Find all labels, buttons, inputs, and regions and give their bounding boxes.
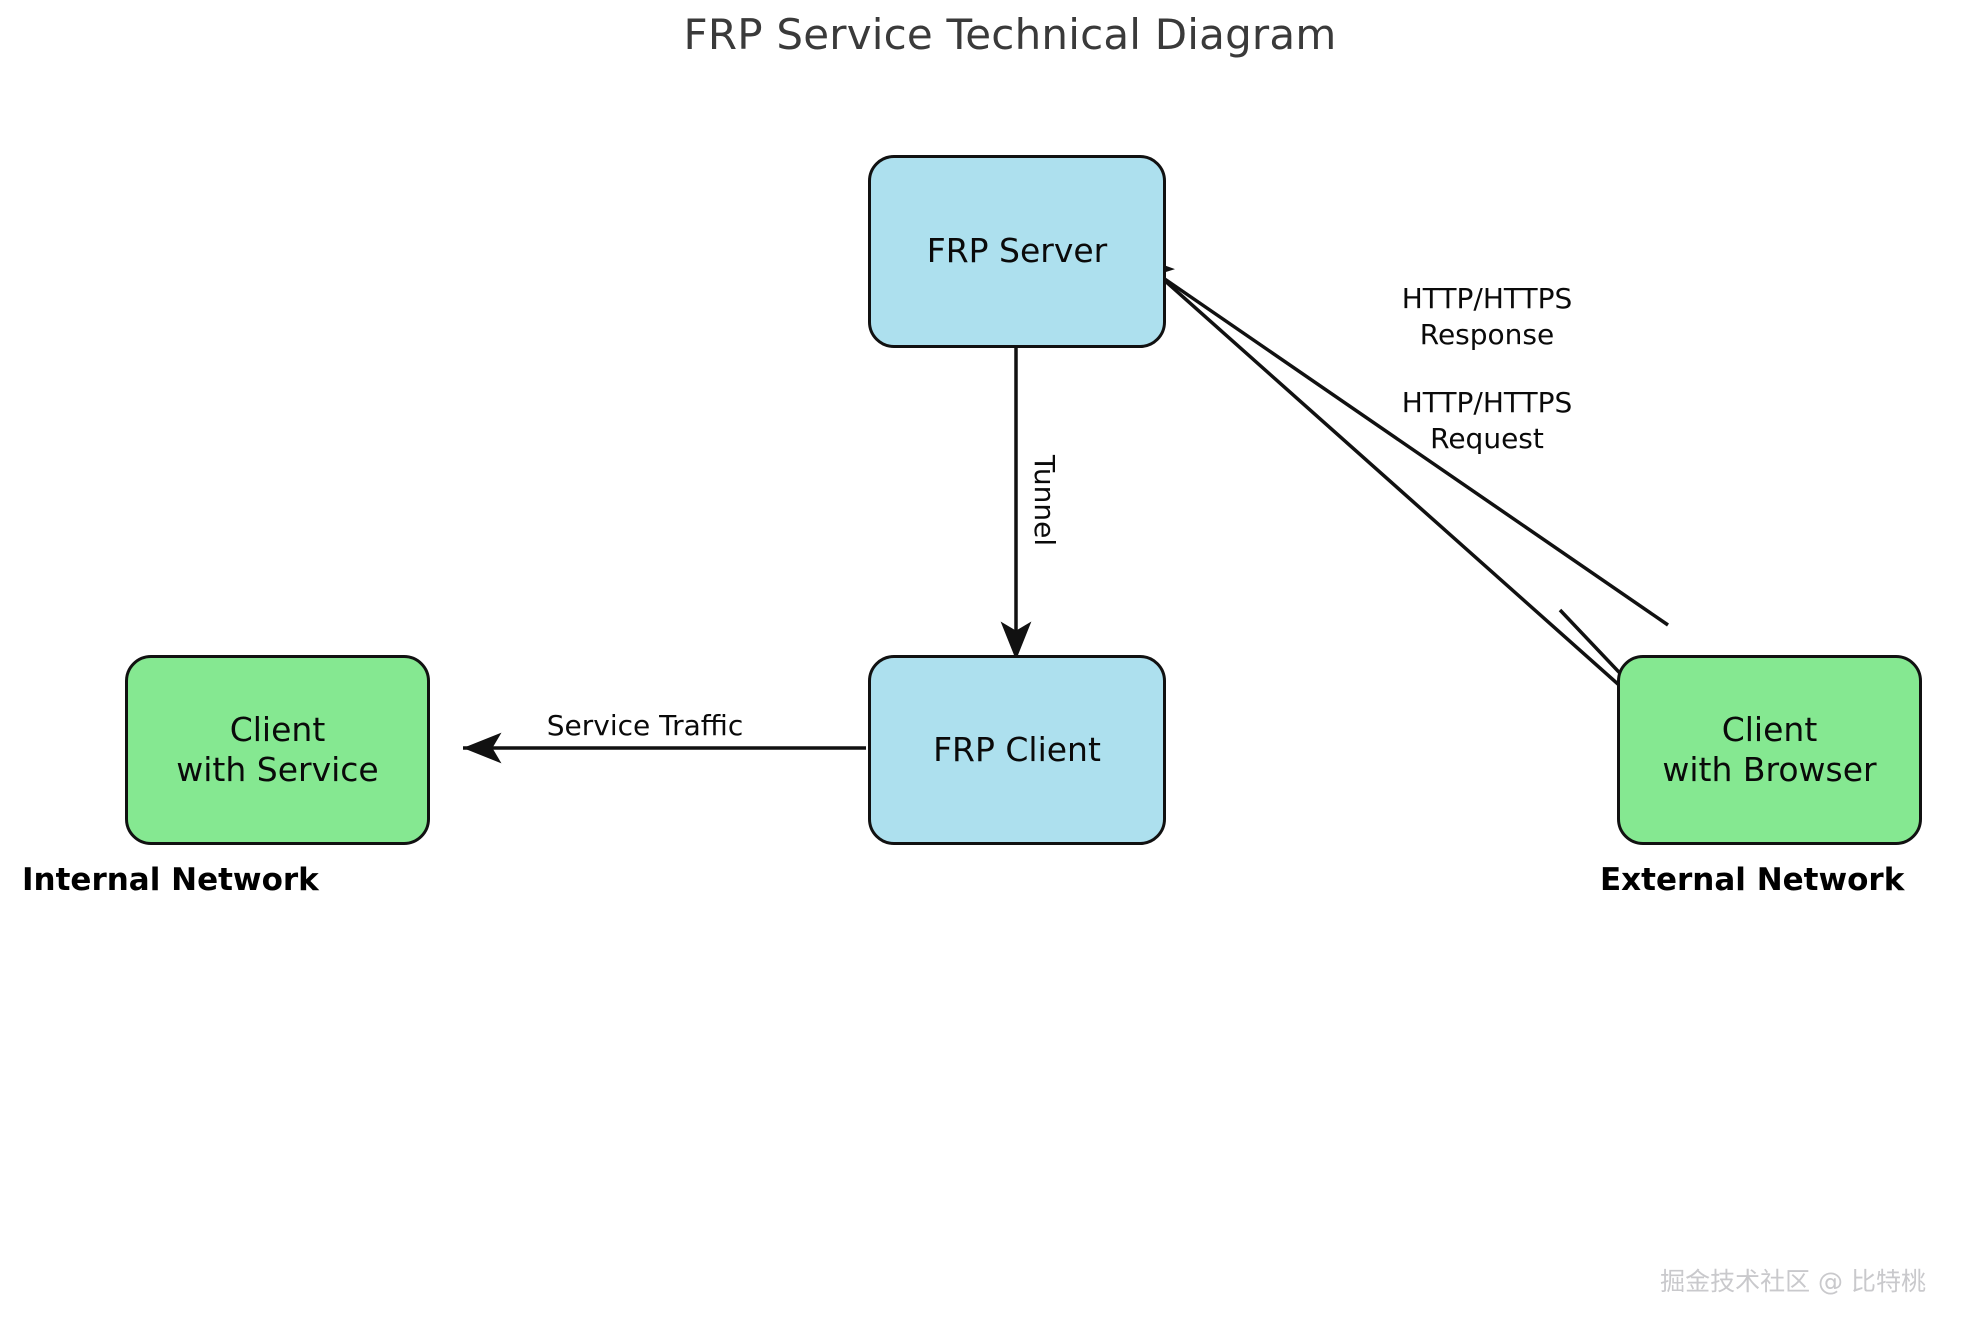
page-title: FRP Service Technical Diagram [683,10,1337,59]
node-frp-client-label: FRP Client [933,729,1101,769]
edge-label-tunnel: Tunnel [1028,455,1061,547]
watermark: 掘金技术社区 @ 比特桃 [1660,1267,1926,1296]
zone-label-external-network: External Network [1600,862,1905,898]
edge-http-response-line [1139,260,1669,627]
node-client-with-service[interactable]: Client with Service [125,655,430,845]
edge-label-service-traffic: Service Traffic [546,709,744,742]
zone-label-internal-network: Internal Network [22,862,319,898]
edge-http-request-line [1134,253,1694,752]
node-client-with-service-label: Client with Service [176,709,379,789]
edge-label-http-request: HTTP/HTTPS Request [1401,386,1573,455]
node-client-with-browser-label: Client with Browser [1662,709,1877,789]
node-client-with-browser[interactable]: Client with Browser [1617,655,1922,845]
node-frp-client[interactable]: FRP Client [868,655,1166,845]
edge-label-http-response: HTTP/HTTPS Response [1401,282,1573,351]
node-frp-server[interactable]: FRP Server [868,155,1166,348]
node-frp-server-label: FRP Server [926,231,1108,271]
